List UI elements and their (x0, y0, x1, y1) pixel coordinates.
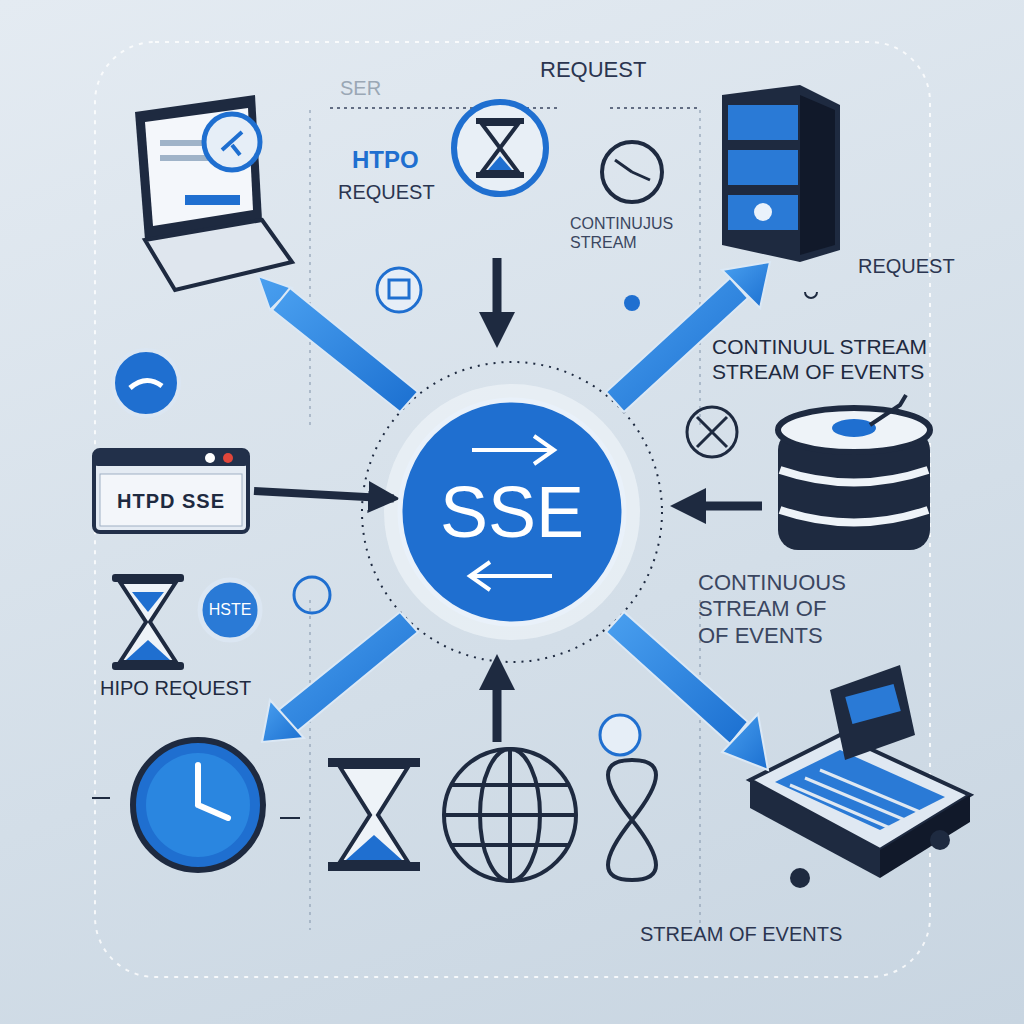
clock-icon (92, 740, 300, 870)
laptop-icon (135, 95, 292, 290)
server-icon (722, 85, 840, 262)
node-text: HSTE (209, 601, 252, 619)
guide-lines (310, 110, 700, 930)
request-label: REQUEST (540, 57, 700, 83)
clock-icon (602, 142, 662, 202)
stream-label: CONTINUUL STREAM STREAM OF EVENTS (712, 334, 1012, 384)
infinity-icon (608, 760, 656, 880)
database-icon (778, 395, 930, 550)
small-badge: HSTE (197, 577, 263, 643)
server-cart-icon (750, 665, 970, 888)
node-text: SSE (440, 471, 584, 553)
browser-bar: HTPD SSE (92, 448, 250, 534)
faded-label: SER (340, 76, 460, 100)
hourglass-badge (454, 102, 546, 194)
stream-label: CONTINUJUS STREAM (570, 214, 710, 252)
request-label: REQUEST (858, 254, 998, 278)
hourglass-icon (328, 758, 420, 871)
frame (95, 42, 930, 977)
globe-icon (444, 749, 576, 881)
orbit-ring (362, 362, 662, 662)
stream-label: STREAM OF EVENTS (640, 922, 940, 946)
protocol-label: HTPO (352, 146, 452, 175)
request-label: HIPO REQUEST (100, 676, 330, 700)
hourglass-icon (112, 574, 184, 670)
stream-label: CONTINUOUS STREAM OF OF EVENTS (698, 570, 856, 649)
request-label: REQUEST (338, 180, 458, 204)
connector-arrow (254, 491, 394, 498)
flow-arrow (258, 262, 770, 770)
glow (384, 384, 640, 640)
node-text: HTPD SSE (117, 490, 225, 513)
sse-circle: SSE (397, 397, 627, 627)
